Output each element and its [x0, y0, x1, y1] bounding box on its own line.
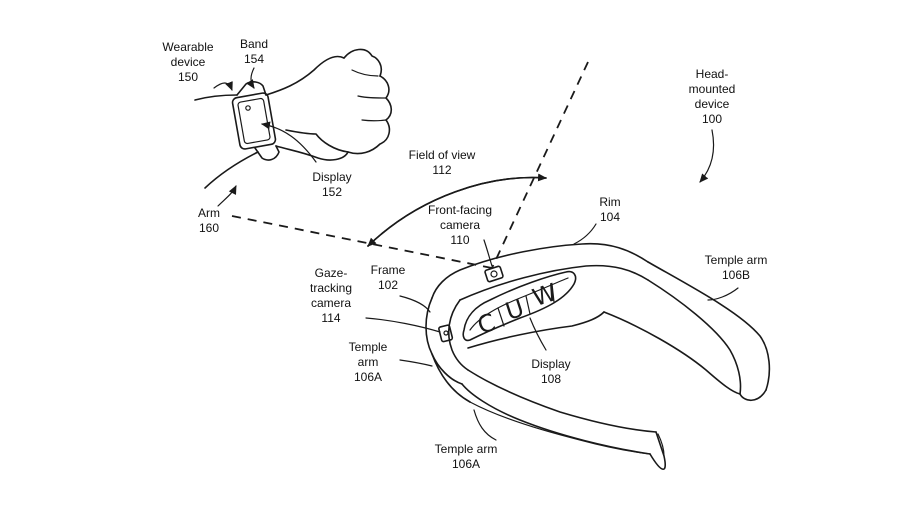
label-frame: Frame 102: [370, 263, 406, 292]
display-glyph-u: U: [502, 294, 527, 326]
label-gaze-tracking-camera: Gaze- tracking camera 114: [309, 266, 353, 325]
label-head-mounted-device: Head- mounted device 100: [688, 67, 736, 126]
label-arm: Arm 160: [198, 206, 220, 235]
label-display-152: Display 152: [312, 170, 352, 199]
label-wearable-device: Wearable device 150: [162, 40, 214, 84]
label-temple-arm-106a-bottom: Temple arm 106A: [434, 442, 498, 471]
label-front-facing-camera: Front-facing camera 110: [427, 203, 493, 247]
label-band: Band 154: [239, 37, 269, 66]
hand-illustration: [194, 48, 393, 189]
label-display-108: Display 108: [531, 357, 571, 386]
label-rim: Rim 104: [599, 195, 621, 224]
display-glyph-c: C: [474, 308, 499, 340]
label-temple-arm-106b: Temple arm 106B: [704, 253, 768, 282]
label-temple-arm-106a-side: Temple arm 106A: [348, 340, 388, 384]
headset-illustration: [425, 242, 771, 471]
label-field-of-view: Field of view 112: [408, 148, 476, 177]
